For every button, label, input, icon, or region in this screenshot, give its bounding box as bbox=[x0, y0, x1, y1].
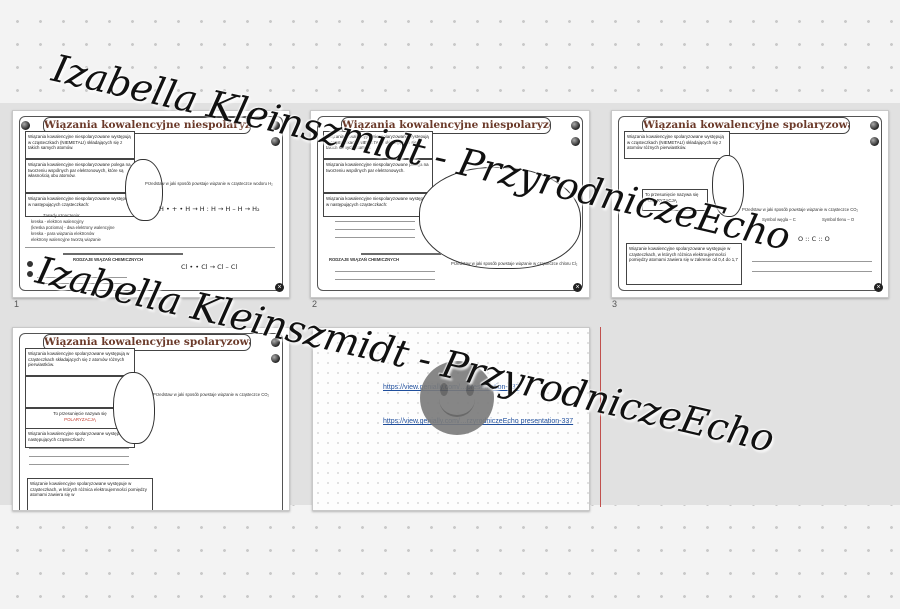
answer-line bbox=[29, 464, 129, 465]
slide-number: 1 bbox=[14, 299, 20, 309]
divider-line bbox=[25, 247, 275, 248]
legend-title: Zasady oznaczenia: bbox=[43, 213, 81, 218]
molecules-box: Wiązania kowalencyjne spolaryzowane wyst… bbox=[25, 428, 135, 448]
answer-line bbox=[752, 271, 872, 272]
decor-bullet bbox=[27, 261, 33, 267]
definition-box: Wiązania kowalencyjne niespolaryzowane w… bbox=[323, 131, 433, 159]
slide-frame bbox=[317, 116, 583, 291]
legend-item: kreska - para wiązania elektronów bbox=[31, 231, 95, 236]
slide-thumbnail-3[interactable]: Wiązania kowalencyjne spolaryzowane Wiąz… bbox=[611, 110, 889, 298]
answer-line bbox=[335, 221, 415, 222]
decor-ball bbox=[271, 338, 280, 347]
cloud-shape bbox=[712, 155, 744, 217]
legend-item: (kreska pozioma) - dwa elektrony walency… bbox=[31, 225, 115, 230]
slide-thumbnail-4[interactable]: Wiązania kowalencyjne spolaryzowane Wiąz… bbox=[12, 327, 290, 511]
decor-ball bbox=[571, 121, 580, 130]
decor-ball bbox=[21, 121, 30, 130]
answer-line bbox=[335, 271, 435, 272]
close-icon[interactable]: × bbox=[573, 283, 582, 292]
bonding-box: Wiązania kowalencyjne niespolaryzowane p… bbox=[25, 159, 135, 193]
steps-header: Przedstaw w jaki sposób powstaje wiązani… bbox=[451, 261, 578, 266]
answer-line bbox=[29, 456, 129, 457]
smiley-face-icon bbox=[420, 361, 494, 435]
slide-number: 2 bbox=[312, 299, 318, 309]
polarization-box: To przesunięcie nazywa się POLARYZACJĄ bbox=[642, 189, 708, 211]
decor-ball bbox=[271, 121, 280, 130]
legend-item: kreska - elektron walencyjny bbox=[31, 219, 84, 224]
answer-line bbox=[335, 237, 415, 238]
answer-line bbox=[37, 277, 127, 278]
decor-ball bbox=[271, 354, 280, 363]
section-rule bbox=[361, 253, 441, 255]
slide-thumbnail-1[interactable]: Wiązania kowalencyjne niespolaryzowane W… bbox=[12, 110, 290, 298]
slide-frame bbox=[19, 116, 283, 291]
steps-header: Przedstaw w jaki sposób powstaje wiązani… bbox=[153, 392, 270, 397]
close-icon[interactable]: × bbox=[874, 283, 883, 292]
close-icon[interactable]: × bbox=[275, 283, 284, 292]
decor-ball bbox=[870, 121, 879, 130]
decor-bullet bbox=[27, 271, 33, 277]
definition-box: Wiązania kowalencyjne niespolaryzowane w… bbox=[25, 131, 135, 159]
slide-title: Wiązania kowalencyjne spolaryzowane bbox=[43, 334, 251, 351]
definition-bottom-box: Wiązanie kowalencyjne spolaryzowane wyst… bbox=[626, 243, 742, 285]
answer-line bbox=[29, 448, 129, 449]
cloud-shape bbox=[125, 159, 163, 221]
insertion-marker bbox=[600, 327, 601, 507]
answer-line bbox=[37, 283, 127, 284]
slide-number: 3 bbox=[612, 299, 618, 309]
definition-box: Wiązania kowalencyjne spolaryzowane wyst… bbox=[25, 348, 135, 376]
slide-thumbnail-2[interactable]: Wiązania kowalencyjne niespolaryzowane W… bbox=[310, 110, 590, 298]
decor-ball bbox=[571, 137, 580, 146]
h2-formula: H • + • H → H : H → H – H → H₂ bbox=[159, 205, 260, 213]
answer-line bbox=[335, 279, 435, 280]
slide-title: Wiązania kowalencyjne niespolaryzowane bbox=[43, 117, 251, 134]
bonding-box: Wiązania kowalencyjne niespolaryzowane p… bbox=[323, 159, 433, 193]
slide-title: Wiązania kowalencyjne niespolaryzowane bbox=[341, 117, 551, 134]
answer-line bbox=[752, 261, 872, 262]
oxygen-label: Symbol tlenu – O bbox=[822, 217, 855, 222]
decor-ball bbox=[870, 137, 879, 146]
bottom-header: RODZAJE WIĄZAŃ CHEMICZNYCH bbox=[329, 257, 400, 262]
slide-title: Wiązania kowalencyjne spolaryzowane bbox=[642, 117, 850, 134]
steps-header: Przedstaw w jaki sposób powstaje wiązani… bbox=[145, 181, 273, 186]
cl2-formula: Cl • • Cl → Cl – Cl bbox=[181, 263, 238, 271]
cloud-shape bbox=[113, 372, 155, 444]
carbon-label: Symbol węgla – C bbox=[762, 217, 796, 222]
slide-frame bbox=[618, 116, 882, 291]
answer-line bbox=[335, 229, 415, 230]
legend-item: elektrony walencyjne tworzą wiązanie bbox=[31, 237, 101, 242]
slide-frame bbox=[19, 333, 283, 510]
bottom-header: RODZAJE WIĄZAŃ CHEMICZNYCH bbox=[73, 257, 144, 262]
definition-box: Wiązania kowalencyjne spolaryzowane wyst… bbox=[624, 131, 730, 159]
co2-formula: O :: C :: O bbox=[798, 235, 830, 243]
steps-header: Przedstaw w jaki sposób powstaje wiązani… bbox=[742, 207, 859, 212]
cloud-shape bbox=[419, 167, 581, 269]
decor-ball bbox=[271, 137, 280, 146]
molecules-box: Wiązania kowalencyjne niespolaryzowane w… bbox=[323, 193, 433, 217]
section-rule bbox=[63, 253, 183, 255]
definition-bottom-box: Wiązanie kowalencyjne spolaryzowane wyst… bbox=[27, 478, 153, 510]
molecules-box: Wiązania kowalencyjne niespolaryzowane w… bbox=[25, 193, 135, 217]
